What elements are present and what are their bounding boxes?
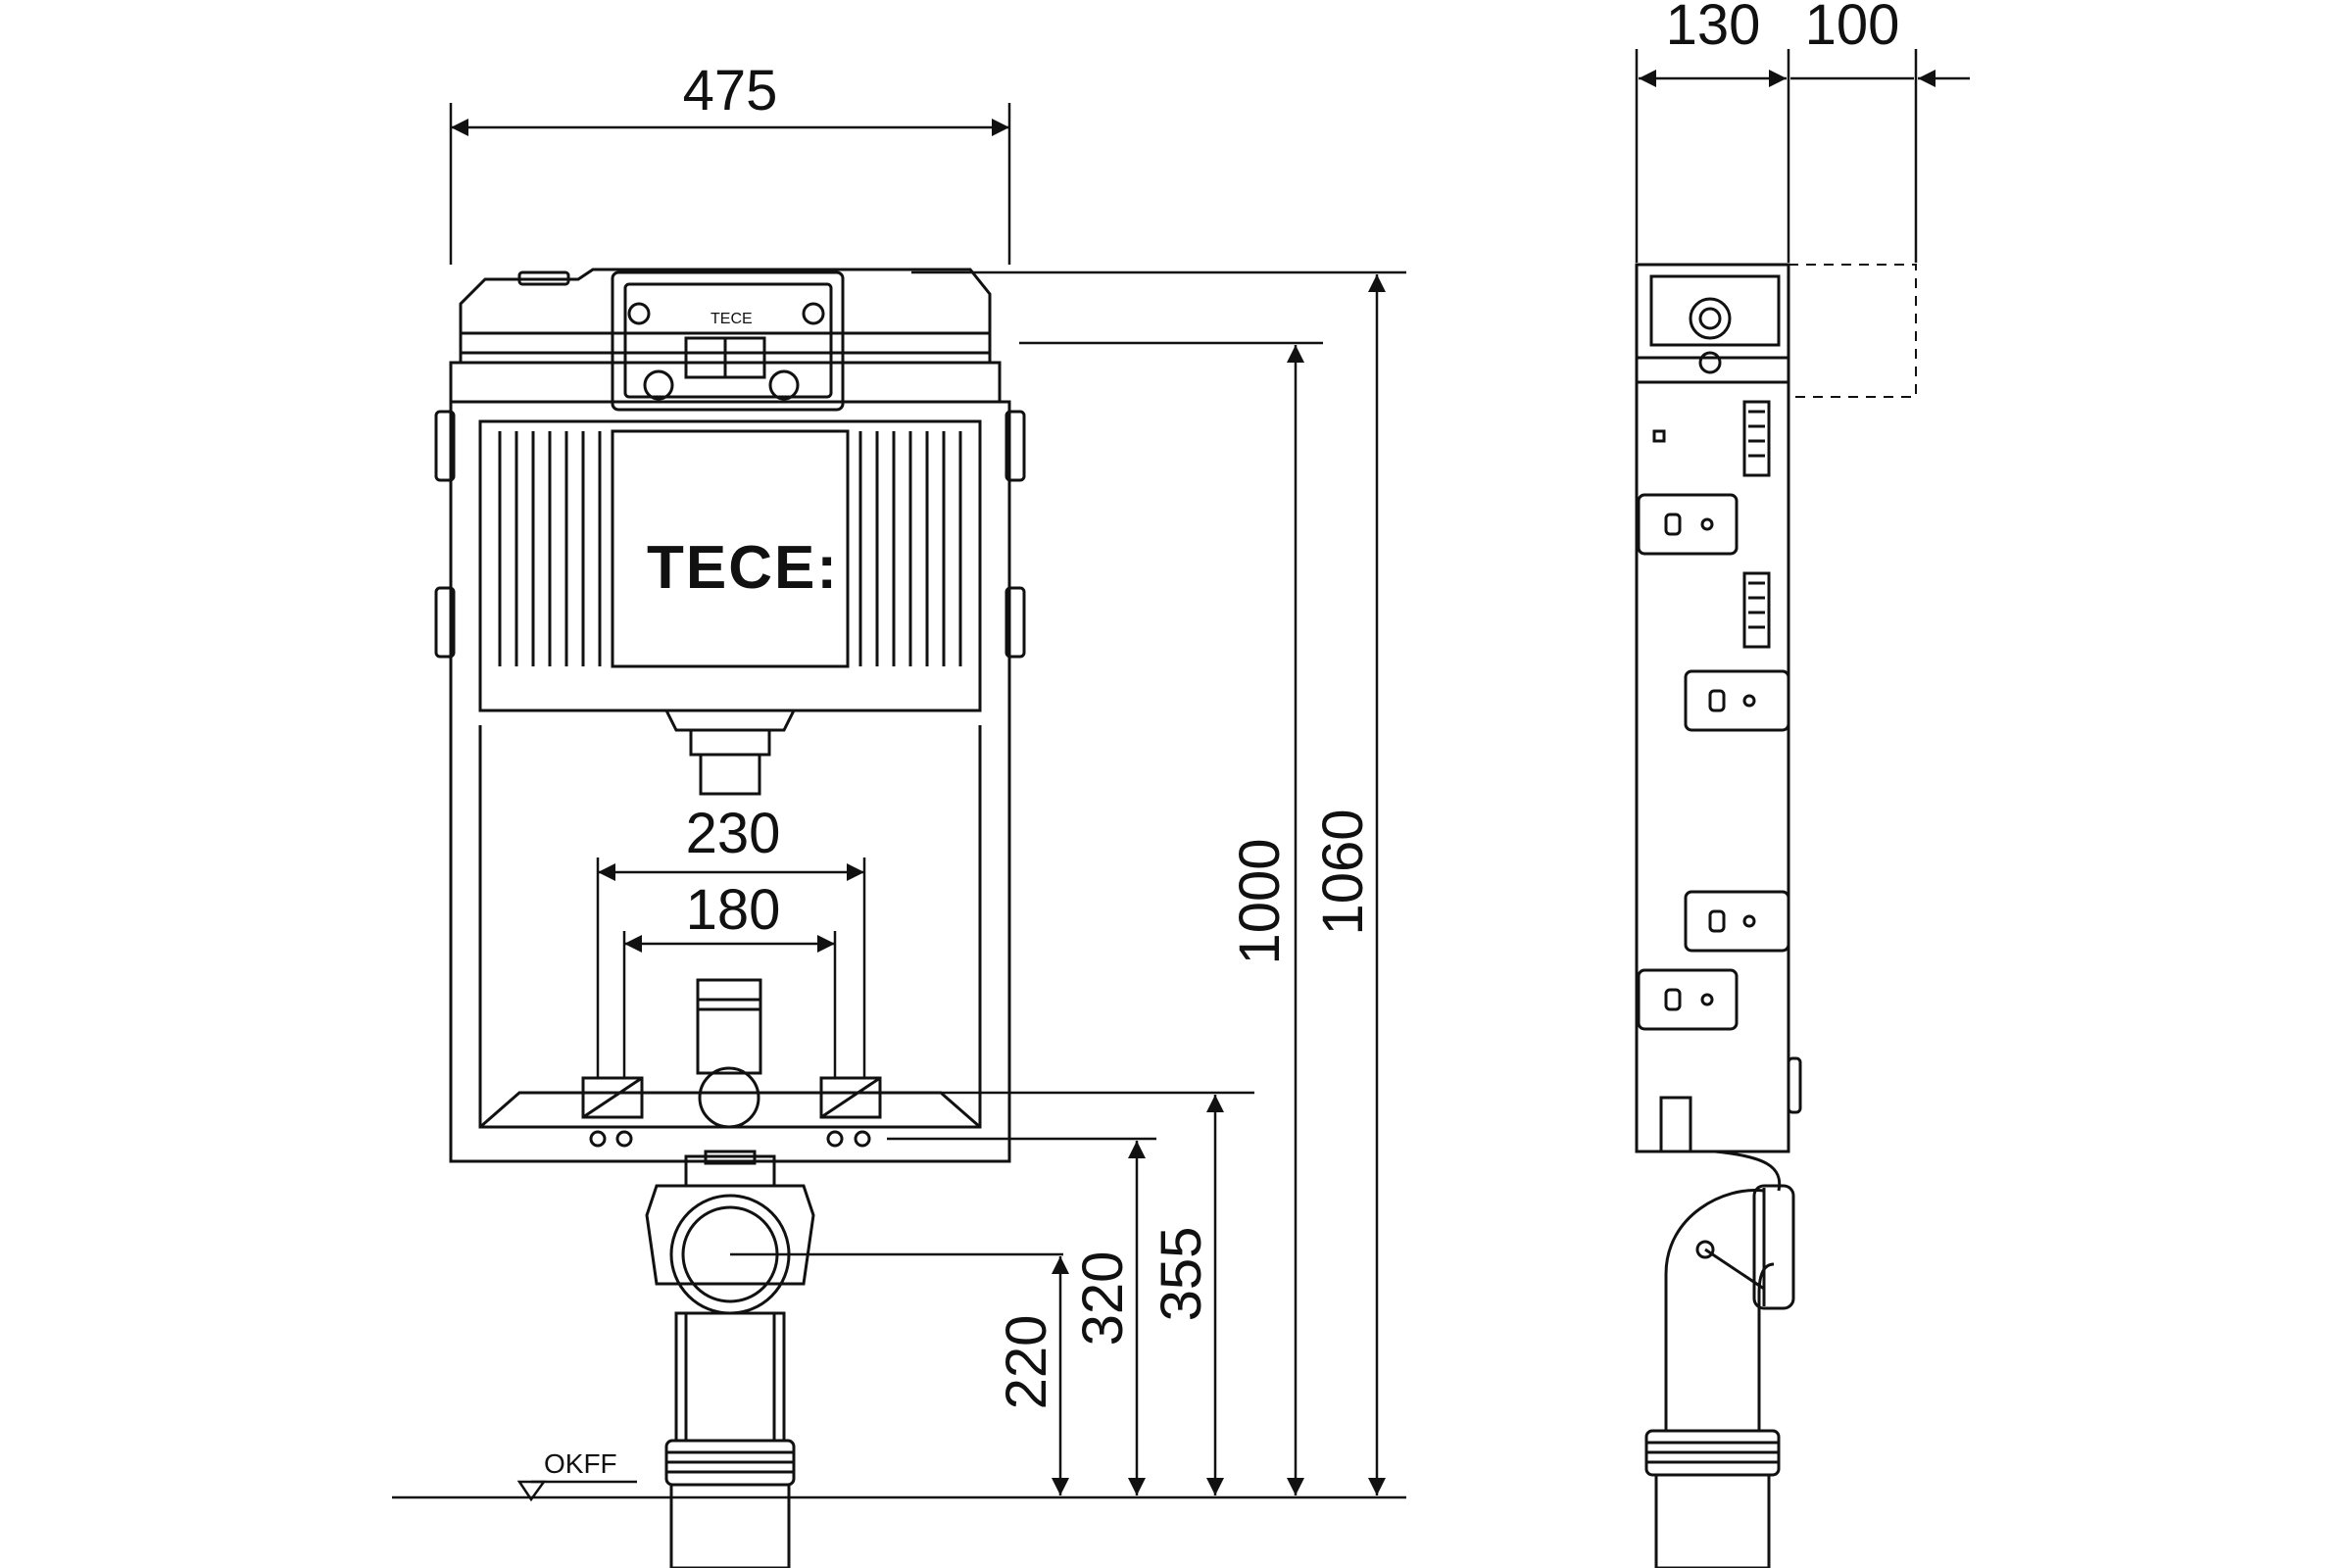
main-frame <box>449 400 1011 1163</box>
dimension-lines <box>392 49 1970 1502</box>
dim-1000: 1000 <box>1228 838 1292 964</box>
tank-panel <box>611 429 850 668</box>
dim-230: 230 <box>686 802 781 865</box>
dim-355: 355 <box>1150 1227 1213 1322</box>
tank-ribs-right <box>858 431 962 666</box>
dim-220: 220 <box>995 1315 1058 1410</box>
cistern-cover <box>459 268 992 365</box>
side-waste-connector <box>1752 1184 1795 1310</box>
flush-plate-frame <box>611 270 845 412</box>
floor-label: OKFF <box>544 1448 617 1479</box>
dim-130: 130 <box>1666 0 1761 57</box>
dim-320: 320 <box>1071 1251 1135 1347</box>
dim-100: 100 <box>1805 0 1900 57</box>
flush-outlet <box>698 1066 760 1129</box>
side-frame <box>1635 263 1790 1153</box>
flush-pipe <box>696 978 762 1075</box>
tank-ribs-left <box>498 431 602 666</box>
side-view <box>1635 263 1917 1568</box>
dim-475: 475 <box>683 59 778 122</box>
flush-plate-brand: TECE <box>710 311 753 327</box>
dim-180: 180 <box>686 878 781 942</box>
front-view <box>434 268 1026 1568</box>
dim-1060: 1060 <box>1311 808 1375 935</box>
brand-logo: TECE: <box>647 534 839 602</box>
